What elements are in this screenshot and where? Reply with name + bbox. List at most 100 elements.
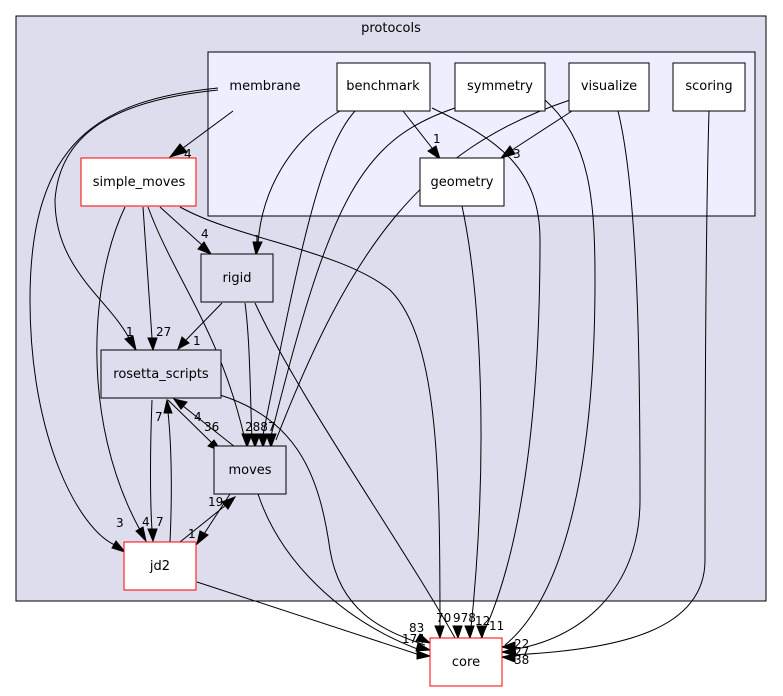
- edge-benchmark-core: [431, 107, 541, 641]
- arrow-moves-rosetta-scripts: [172, 398, 188, 410]
- node-rosetta-scripts[interactable]: rosetta_scripts: [100, 349, 222, 399]
- edge-visualize-geometry: [511, 110, 573, 151]
- svg-text:symmetry: symmetry: [467, 79, 533, 94]
- edge-simple-moves-core: [179, 206, 441, 639]
- arrow-into-core-left-3: [416, 650, 432, 660]
- cluster-protocols-label: protocols: [361, 21, 421, 36]
- label-membrane-jd2: 3: [116, 516, 124, 530]
- arrow-into-moves-1: [241, 433, 253, 449]
- edge-rosetta-scripts-moves: [167, 399, 213, 444]
- arrow-membrane-rosetta-scripts: [124, 335, 137, 352]
- arrow-into-moves-2: [249, 433, 261, 449]
- cluster-membrane-label[interactable]: membrane: [229, 79, 300, 94]
- edge-symmetry-core: [504, 99, 596, 646]
- node-core[interactable]: core: [429, 637, 503, 687]
- edge-visualize-core: [509, 110, 641, 651]
- label-core-in-right-1: 22: [514, 637, 529, 651]
- edge-jd2-core: [196, 581, 421, 656]
- svg-text:benchmark: benchmark: [346, 79, 420, 94]
- node-jd2[interactable]: jd2: [123, 541, 197, 591]
- arrow-membrane-jd2: [111, 540, 127, 553]
- node-visualize[interactable]: visualize: [568, 62, 650, 112]
- node-rigid[interactable]: rigid: [200, 253, 274, 303]
- edge-simple-moves-rigid: [159, 206, 203, 246]
- svg-text:rosetta_scripts: rosetta_scripts: [113, 367, 209, 382]
- label-moves-rosetta-scripts: 4: [194, 410, 202, 424]
- edge-simple-moves-rosetta-scripts: [142, 206, 153, 339]
- label-membrane-simple-moves: 4: [184, 147, 192, 161]
- edge-moves-rosetta-scripts: [182, 405, 236, 448]
- edge-simple-moves-moves: [147, 206, 246, 441]
- label-visualize-geometry: 3: [513, 147, 521, 161]
- label-simple-moves-rigid: 4: [201, 227, 209, 241]
- edge-membrane-jd2: [29, 87, 219, 546]
- arrow-simple-moves-rosetta-scripts: [147, 337, 158, 352]
- arrow-moves-jd2: [196, 530, 209, 546]
- arrow-into-core-top-2: [452, 625, 463, 640]
- edge-jd2-moves: [179, 504, 227, 543]
- arrow-visualize-geometry: [499, 145, 516, 159]
- edge-moves-core: [257, 493, 421, 651]
- label-core-in-top-4: 11: [489, 619, 504, 633]
- edge-membrane-rosetta-scripts: [54, 89, 219, 341]
- arrow-jd2-rosetta-scripts: [163, 398, 173, 414]
- edge-rigid-moves: [244, 302, 253, 441]
- arrow-into-moves-4: [265, 433, 277, 449]
- node-moves[interactable]: moves: [213, 445, 287, 495]
- arrow-into-core-right-2: [500, 647, 517, 657]
- arrow-into-moves-3: [257, 433, 269, 449]
- label-membrane-rosetta-scripts: 1: [126, 325, 134, 339]
- edge-rigid-rosetta-scripts: [185, 302, 223, 341]
- svg-text:core: core: [452, 655, 480, 670]
- arrow-membrane-simple-moves: [168, 143, 188, 158]
- node-benchmark[interactable]: benchmark: [336, 62, 431, 112]
- node-geometry[interactable]: geometry: [419, 157, 505, 207]
- svg-text:visualize: visualize: [581, 79, 637, 94]
- label-simple-moves-rosetta-scripts: 27: [156, 325, 171, 339]
- svg-text:jd2: jd2: [149, 559, 170, 574]
- edge-rosetta-scripts-jd2: [150, 399, 153, 531]
- label-core-in-right-3: 38: [514, 653, 529, 667]
- label-jd2-moves: 19: [208, 495, 223, 509]
- edge-visualize-moves: [275, 99, 571, 441]
- node-symmetry[interactable]: symmetry: [454, 62, 546, 112]
- label-core-in-left-bottom: 174: [402, 632, 425, 646]
- arrow-simple-moves-jd2: [135, 526, 147, 543]
- label-core-in-top-3: 12: [475, 614, 490, 628]
- edge-jd2-rosetta-scripts: [167, 411, 172, 543]
- edge-benchmark-geometry: [402, 110, 433, 149]
- arrow-jd2-moves: [221, 496, 237, 510]
- label-core-in-top: 70: [436, 611, 451, 625]
- edge-geometry-core: [461, 205, 482, 639]
- arrow-simple-moves-rigid: [197, 241, 213, 255]
- arrow-rosetta-scripts-jd2: [147, 528, 158, 543]
- svg-text:rigid: rigid: [222, 271, 251, 286]
- edges: [29, 87, 710, 663]
- label-moves-in: 2887: [245, 420, 276, 434]
- edge-rigid-core: [254, 302, 456, 639]
- svg-text:scoring: scoring: [685, 79, 732, 94]
- label-core-in-right-2: 27: [514, 645, 529, 659]
- node-simple-moves[interactable]: simple_moves: [80, 157, 197, 207]
- edge-scoring-core: [509, 110, 710, 656]
- edge-symmetry-moves: [269, 107, 456, 441]
- arrow-into-core-top-4: [476, 625, 487, 640]
- svg-text:moves: moves: [228, 463, 271, 478]
- edge-simple-moves-jd2: [96, 206, 141, 531]
- edge-rosetta-scripts-core: [219, 394, 426, 646]
- arrow-rigid-rosetta-scripts: [177, 336, 190, 351]
- label-core-in-top-2: 978: [453, 611, 476, 625]
- node-scoring[interactable]: scoring: [672, 62, 746, 112]
- svg-text:simple_moves: simple_moves: [93, 175, 186, 190]
- arrow-into-core-top-3: [464, 625, 475, 640]
- svg-text:geometry: geometry: [430, 175, 493, 190]
- arrow-into-core-top-1: [434, 625, 445, 640]
- arrow-benchmark-geometry: [427, 145, 441, 161]
- edge-labels: 4 1 3 4 1 1 27 1 4 36 7 2887 19 1 3 4 7 …: [116, 132, 529, 667]
- arrow-into-core-left-1: [415, 633, 432, 644]
- label-jd2-rosetta-scripts: 7: [156, 515, 164, 529]
- label-moves-jd2: 1: [188, 527, 196, 541]
- edge-membrane-simple-moves: [182, 110, 234, 149]
- label-rosetta-scripts-moves: 36: [204, 420, 219, 434]
